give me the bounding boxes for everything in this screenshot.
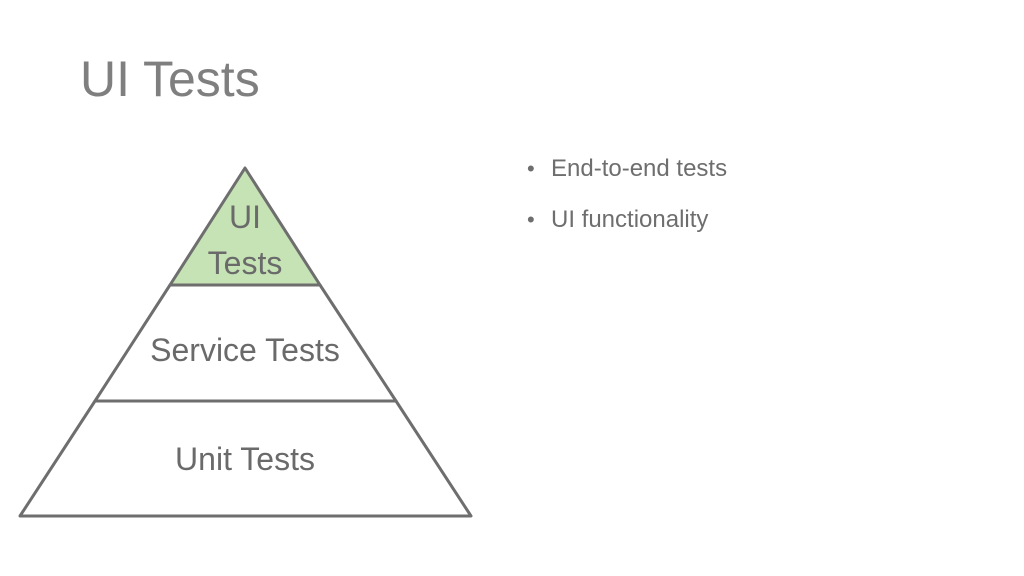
bullet-text: UI functionality <box>551 206 709 233</box>
pyramid-label-ui-line2: Tests <box>208 245 283 281</box>
bullet-marker: • <box>527 156 535 181</box>
pyramid-label-service-tests: Service Tests <box>150 332 340 368</box>
slide-title: UI Tests <box>80 51 260 107</box>
bullet-list: • End-to-end tests • UI functionality <box>527 155 727 257</box>
pyramid-label-ui-line1: UI <box>229 199 261 235</box>
pyramid-label-unit-tests: Unit Tests <box>175 441 315 477</box>
bullet-item: • End-to-end tests <box>527 155 727 183</box>
bullet-text: End-to-end tests <box>551 155 728 182</box>
bullet-marker: • <box>527 207 535 232</box>
pyramid-level-unit-tests <box>18 399 473 518</box>
bullet-item: • UI functionality <box>527 206 727 234</box>
